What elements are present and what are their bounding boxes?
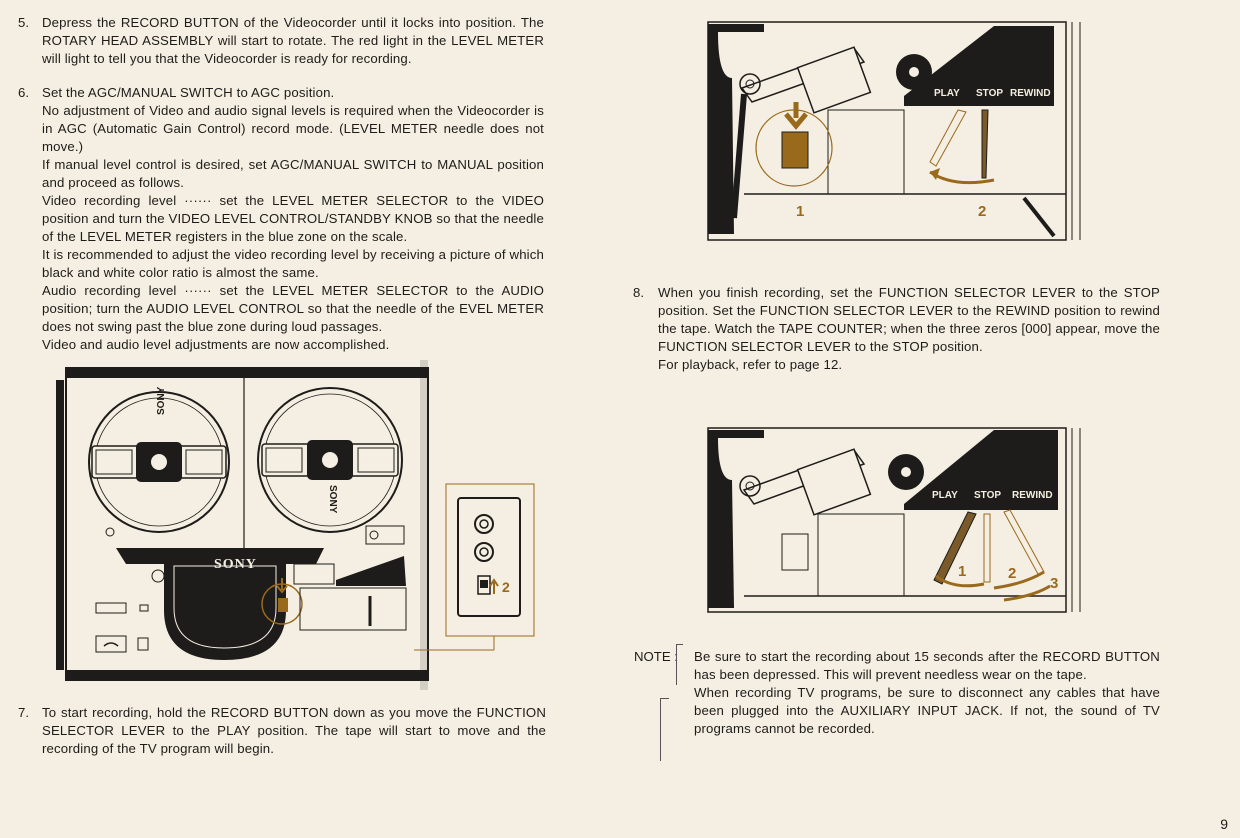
note-para: When recording TV programs, be sure to d…: [694, 685, 1160, 736]
note-label: NOTE :: [634, 649, 678, 664]
left-reel-brand: SONY: [156, 386, 167, 415]
step-6-para: Video and audio level adjustments are no…: [42, 337, 390, 352]
function-lever-rewind-figure: PLAY STOP REWIND 1 2 3: [707, 427, 1081, 613]
step-8-para: When you finish recording, set the FUNCT…: [658, 285, 1160, 354]
callout-number: 2: [1008, 565, 1016, 582]
callout-number: 1: [958, 563, 966, 580]
step-6-para: Set the AGC/MANUAL SWITCH to AGC positio…: [42, 85, 335, 100]
right-reel-brand: SONY: [327, 485, 338, 514]
page-number: 9: [1220, 816, 1228, 832]
left-reel: [88, 391, 230, 533]
panel-label-stop: STOP: [974, 490, 1001, 501]
step-6-para: No adjustment of Video and audio signal …: [42, 103, 544, 154]
step-8-para: For playback, refer to page 12.: [658, 357, 843, 372]
note-bracket: [660, 698, 669, 761]
step-7-number: 7.: [18, 705, 29, 720]
step-5-number: 5.: [18, 15, 29, 30]
step-6-para: If manual level control is desired, set …: [42, 157, 544, 190]
step-6-body: Set the AGC/MANUAL SWITCH to AGC positio…: [42, 84, 544, 354]
step-6-para: Audio recording level ······ set the LEV…: [42, 283, 544, 334]
step-7-text: To start recording, hold the RECORD BUTT…: [42, 705, 546, 756]
panel-label-play: PLAY: [934, 88, 960, 99]
step-5-text: Depress the RECORD BUTTON of the Videoco…: [42, 15, 544, 66]
inset-callout-number: 2: [502, 579, 510, 595]
callout-number: 1: [796, 203, 804, 220]
head-cover-brand: SONY: [214, 557, 257, 572]
callout-number: 2: [978, 203, 986, 220]
step-8-number: 8.: [633, 285, 644, 300]
function-lever-record-figure: PLAY STOP REWIND 1 2: [707, 21, 1081, 241]
step-6-number: 6.: [18, 85, 29, 100]
panel-label-stop: STOP: [976, 88, 1003, 99]
right-reel: [257, 387, 403, 533]
note-body: Be sure to start the recording about 15 …: [694, 648, 1160, 738]
step-8-body: When you finish recording, set the FUNCT…: [658, 284, 1160, 374]
panel-label-rewind: REWIND: [1010, 88, 1051, 99]
panel-label-play: PLAY: [932, 490, 958, 501]
panel-label-rewind: REWIND: [1012, 490, 1053, 501]
videocorder-top-view-figure: SONY SONY SONY 2: [56, 360, 535, 690]
step-6-para: It is recommended to adjust the video re…: [42, 247, 544, 280]
note-bracket: [676, 644, 683, 685]
note-para: Be sure to start the recording about 15 …: [694, 649, 1160, 682]
step-6-para: Video recording level ······ set the LEV…: [42, 193, 544, 244]
callout-number: 3: [1050, 575, 1058, 592]
